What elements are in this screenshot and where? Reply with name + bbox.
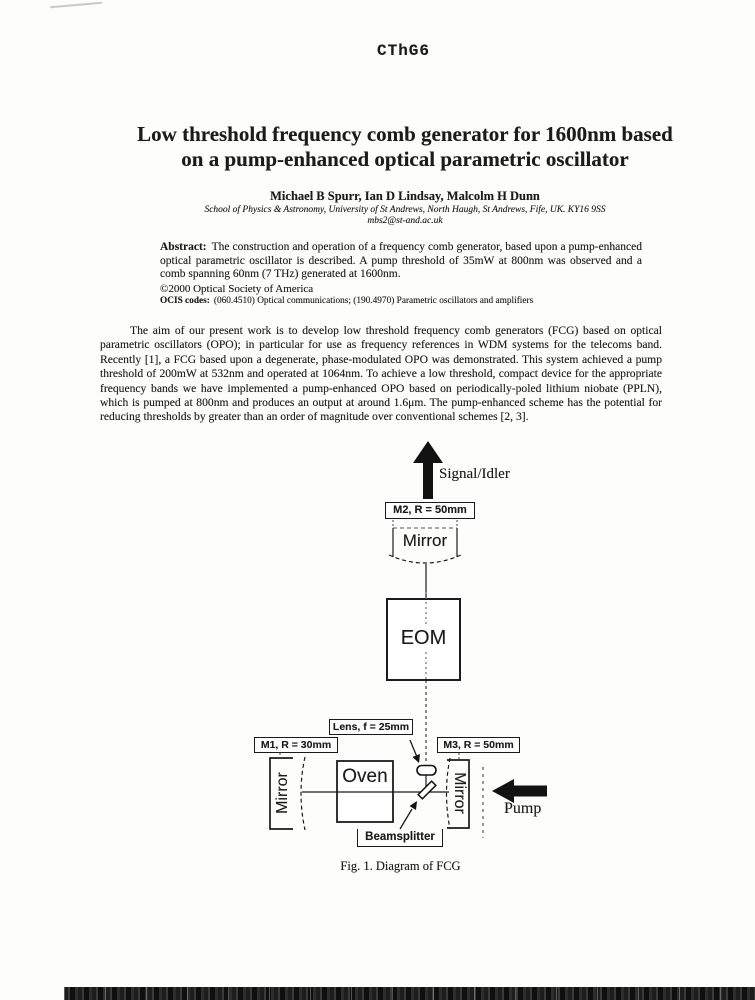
mirror-left-label: Mirror — [274, 772, 291, 814]
figure-caption: Fig. 1. Diagram of FCG — [340, 859, 461, 873]
eom-label-text: EOM — [398, 627, 449, 649]
mirror-right-label: Mirror — [451, 772, 468, 814]
authors-line: Michael B Spurr, Ian D Lindsay, Malcolm … — [270, 189, 540, 203]
oven-label: Oven — [342, 766, 388, 787]
lens-pointer-line — [409, 739, 418, 758]
m1-label: M1, R = 30mm — [254, 737, 338, 753]
abstract-paragraph: Abstract:The construction and operation … — [160, 241, 642, 282]
m2-label: M2, R = 50mm — [385, 502, 475, 519]
scan-corner-artifact — [50, 1, 102, 9]
signal-arrow-icon — [413, 441, 443, 463]
abstract-block: Abstract:The construction and operation … — [160, 241, 642, 307]
email-line: mbs2@st-and.ac.uk — [367, 216, 443, 226]
ocis-label: OCIS codes: — [160, 295, 210, 306]
conference-code: CThG6 — [376, 42, 430, 60]
ocis-text: (060.4510) Optical communications; (190.… — [213, 295, 534, 306]
beamsplitter-element-icon — [417, 780, 437, 800]
mirror-top-label: Mirror — [402, 531, 448, 550]
eom-label: EOM — [388, 627, 459, 650]
title-line-2: on a pump-enhanced optical parametric os… — [181, 146, 629, 171]
beamsplitter-pointer-line — [399, 808, 413, 830]
abstract-label: Abstract: — [160, 241, 207, 253]
signal-idler-label: Signal/Idler — [439, 466, 510, 482]
ocis-line: OCIS codes:(060.4510) Optical communicat… — [160, 296, 642, 308]
title-line-1: Low threshold frequency comb generator f… — [137, 122, 673, 146]
scan-artifact-bar — [64, 987, 755, 1000]
signal-arrow-shaft — [423, 461, 433, 499]
affiliation-line: School of Physics & Astronomy, Universit… — [204, 205, 606, 215]
copyright-line: ©2000 Optical Society of America — [160, 282, 314, 295]
intro-paragraph: The aim of our present work is to develo… — [100, 324, 662, 424]
mirror-left-curve — [300, 756, 306, 831]
beamsplitter-label: Beamsplitter — [357, 829, 443, 847]
lens-pointer-arrowhead — [412, 754, 420, 763]
lens-element-icon — [416, 764, 437, 776]
lens-label: Lens, f = 25mm — [329, 719, 413, 735]
pump-label: Pump — [504, 800, 542, 817]
m3-label: M3, R = 50mm — [437, 737, 520, 753]
abstract-text: The construction and operation of a freq… — [160, 241, 642, 280]
beamsplitter-pointer-arrowhead — [409, 801, 417, 810]
pump-arrow-shaft — [514, 785, 547, 797]
mirror-top-curve — [388, 554, 462, 564]
paper-title: Low threshold frequency comb generator f… — [60, 122, 750, 171]
